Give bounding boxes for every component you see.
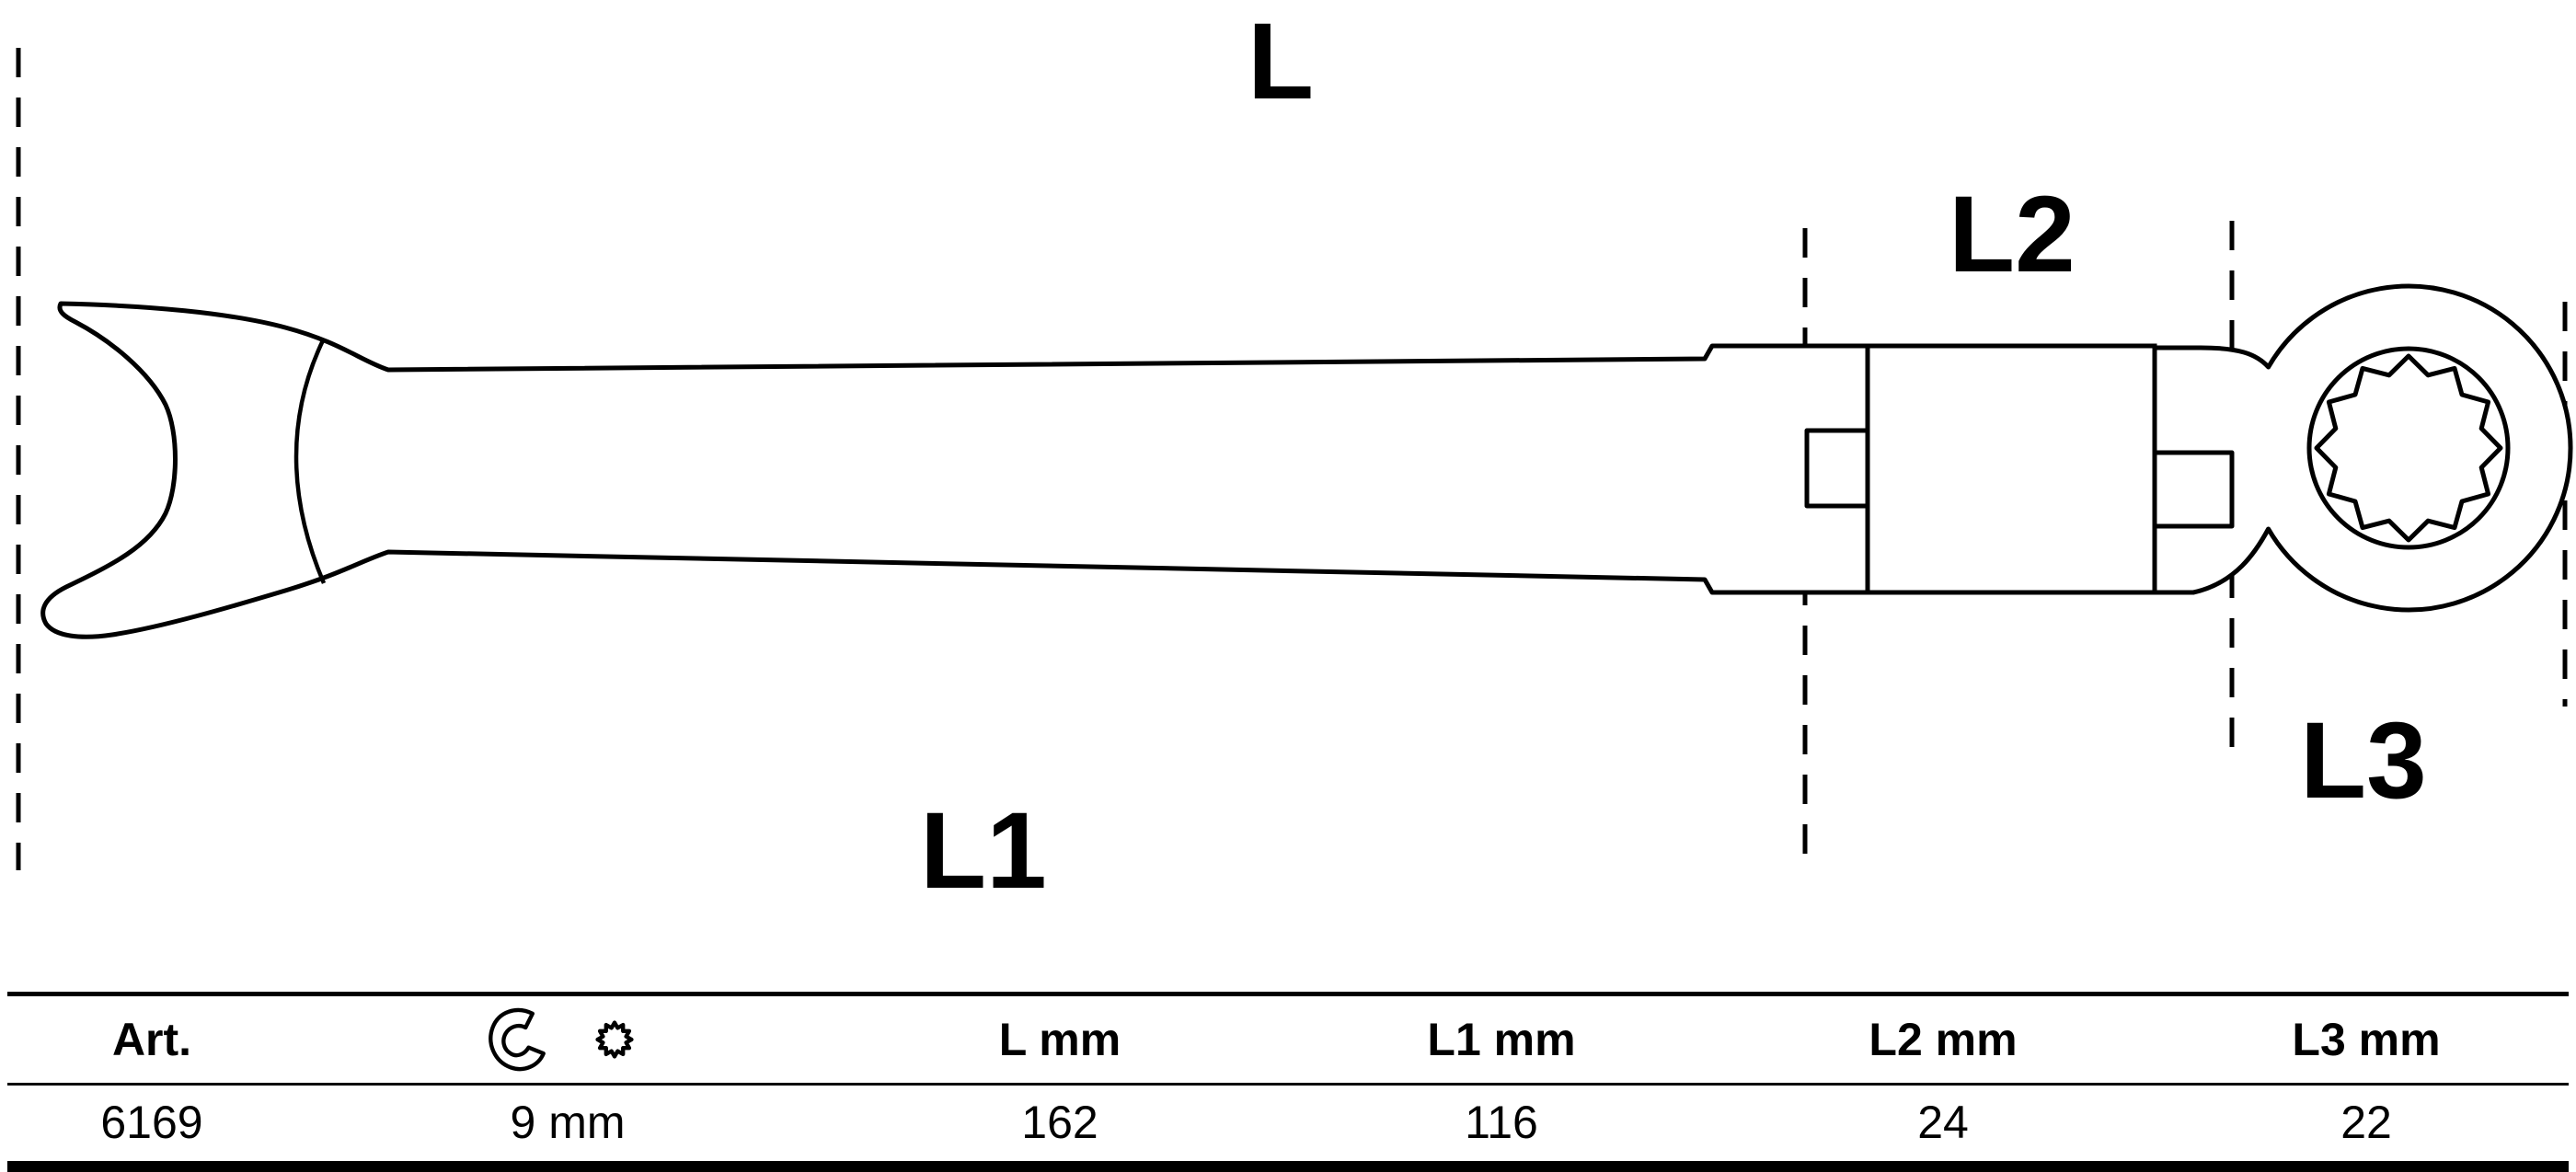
dimension-label-l: L	[1248, 1, 1315, 122]
open-end-wrench-icon	[489, 1007, 546, 1072]
header-l2-mm: L2 mm	[1869, 1014, 2018, 1065]
head-contour-line	[293, 338, 327, 584]
spec-table-data-row: 6169 9 mm 162 116 24 22	[7, 1086, 2569, 1158]
header-l-mm: L mm	[998, 1014, 1121, 1065]
value-l1: 116	[1465, 1096, 1538, 1148]
spec-table-header-row: Art. L mm L1 mm L2 mm L3 mm	[7, 996, 2569, 1086]
header-l3-mm: L3 mm	[2292, 1014, 2441, 1065]
dimension-label-l1: L1	[920, 790, 1047, 912]
twelve-point-socket-profile	[2314, 353, 2503, 543]
value-size: 9 mm	[510, 1096, 626, 1148]
wrench-technical-drawing	[16, 48, 2573, 870]
header-size-icons	[296, 996, 839, 1083]
value-l: 162	[1021, 1096, 1098, 1148]
spec-table: Art. L mm L1 mm L2 mm L3 mm 6169 9 mm 16…	[7, 992, 2569, 1172]
twelve-point-ring-icon	[595, 1020, 634, 1059]
dimension-label-l2: L2	[1949, 174, 2076, 295]
dimension-label-l3: L3	[2300, 700, 2427, 822]
value-l3: 22	[2340, 1096, 2392, 1148]
value-art: 6169	[100, 1096, 203, 1148]
wrench-shaft-open-end-outline	[40, 301, 1870, 639]
header-art: Art.	[111, 1014, 192, 1065]
header-l1-mm: L1 mm	[1427, 1014, 1576, 1065]
value-l2: 24	[1917, 1096, 1969, 1148]
flex-joint-link	[1865, 343, 2157, 595]
